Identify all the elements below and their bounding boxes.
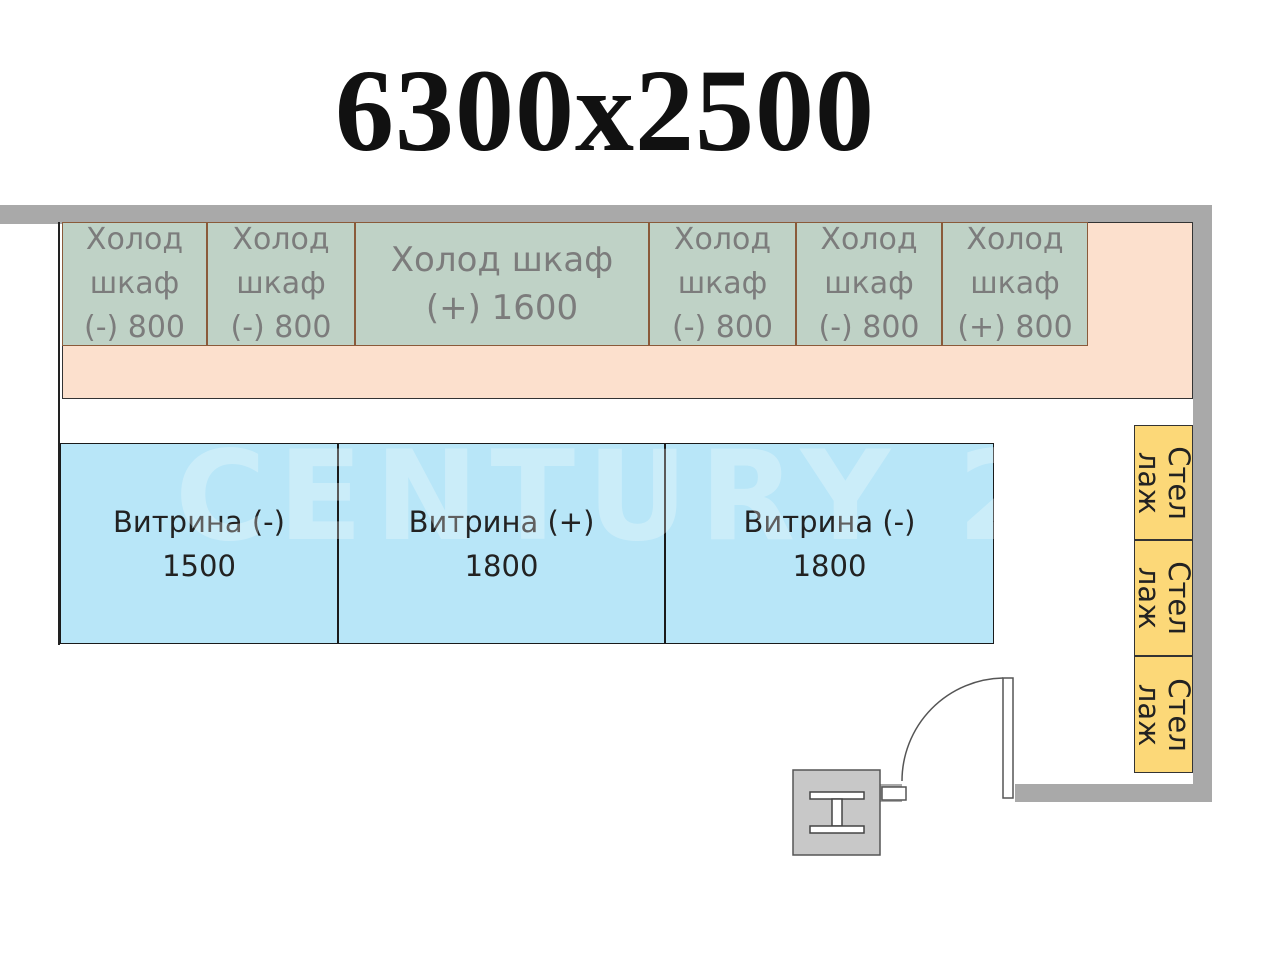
fridge-1: Холод шкаф (-) 800 [62,222,207,346]
showcase-label-line1: Витрина (-) [743,504,916,539]
fridge-label-line1: Холод [966,222,1064,257]
bottom-wall-right [1015,784,1212,802]
fridge-label-line1: Холод [820,222,918,257]
showcase-label-line2: 1800 [792,548,867,583]
showcase-label-line2: 1500 [162,548,236,583]
fridge-label-line1: Холод шкаф [390,240,614,280]
fridge-3: Холод шкаф (+) 1600 [355,222,649,346]
fridge-label-line1: Холод [85,222,184,257]
shelf-2: Стел лаж [1134,540,1193,656]
fridge-label-line3: (-) 800 [671,310,774,345]
fridge-label-line3: (-) 800 [83,310,186,345]
shelf-3: Стел лаж [1134,656,1193,773]
fridge-6: Холод шкаф (+) 800 [942,222,1088,346]
showcase-label-line1: Витрина (-) [113,504,285,539]
fridge-label-line1: Холод [232,222,330,257]
fridge-label-line3: (-) 800 [230,310,332,345]
fridge-label-line2: шкаф [677,266,768,301]
fridge-label-line2: шкаф [236,266,326,301]
showcase-2: Витрина (+) 1800 [338,443,665,644]
fridge-label-line1: Холод [673,222,772,257]
showcase-label-line2: 1800 [464,548,539,583]
fridge-label-line2: шкаф [824,266,914,301]
left-wall-line [58,222,60,645]
fridge-label-line2: (+) 1600 [425,288,579,328]
showcase-1: Витрина (-) 1500 [60,443,338,644]
column-icon [792,769,881,856]
fridge-label-line3: (-) 800 [818,310,920,345]
shelf-1: Стел лаж [1134,425,1193,540]
fridge-label-line2: шкаф [89,266,180,301]
fridge-label-line2: шкаф [970,266,1060,301]
showcase-label-line1: Витрина (+) [408,504,595,539]
fridge-4: Холод шкаф (-) 800 [649,222,796,346]
right-wall [1193,205,1212,802]
showcase-3: Витрина (-) 1800 [665,443,994,644]
plan-title: 6300x2500 [335,45,875,176]
door-icon [881,677,1014,801]
watermark: CENTURY 21 [175,425,1154,569]
top-wall [0,205,1212,224]
fridge-5: Холод шкаф (-) 800 [796,222,942,346]
fridge-2: Холод шкаф (-) 800 [207,222,355,346]
fridge-label-line3: (+) 800 [957,310,1073,345]
